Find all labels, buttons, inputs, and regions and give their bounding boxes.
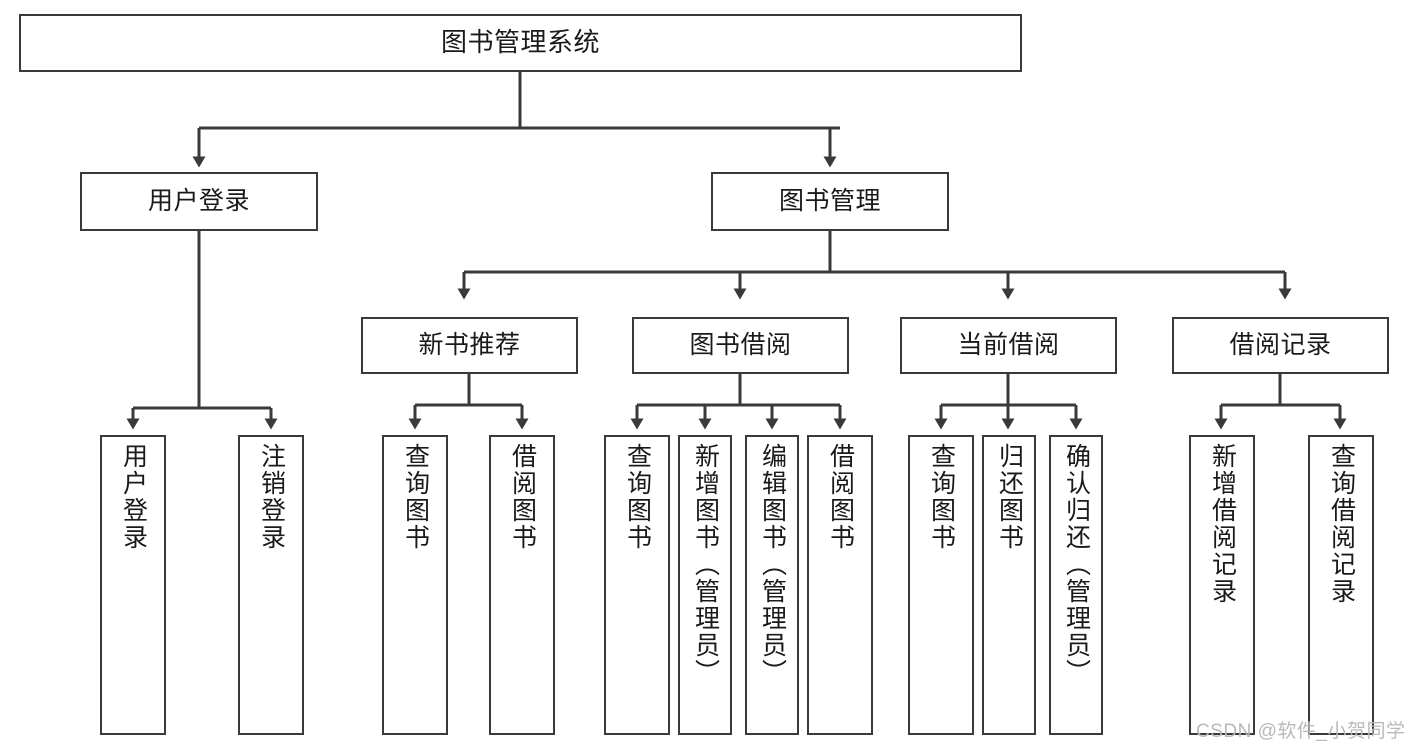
leaf-query-borrow-record[interactable]: 查询借阅记录 [1308, 435, 1374, 735]
node-label: 用户登录 [147, 187, 250, 216]
leaf-query-book-current[interactable]: 查询图书 [908, 435, 974, 735]
node-label: 新增借阅记录 [1208, 443, 1237, 605]
leaf-borrow-book-recommend[interactable]: 借阅图书 [489, 435, 555, 735]
leaf-confirm-return-admin[interactable]: 确认归还（管理员） [1049, 435, 1103, 735]
node-label: 图书借阅 [689, 331, 792, 360]
node-label: 借阅记录 [1229, 331, 1332, 360]
leaf-return-book[interactable]: 归还图书 [982, 435, 1036, 735]
node-label: 查询图书 [927, 443, 956, 551]
node-root-system[interactable]: 图书管理系统 [19, 14, 1022, 72]
node-label: 用户登录 [119, 443, 148, 551]
node-label: 图书管理系统 [440, 27, 600, 58]
node-new-book-recommend[interactable]: 新书推荐 [361, 317, 578, 374]
node-label: 归还图书 [995, 443, 1024, 551]
node-book-management[interactable]: 图书管理 [711, 172, 949, 231]
node-label: 查询图书 [401, 443, 430, 551]
node-current-borrow[interactable]: 当前借阅 [900, 317, 1117, 374]
node-borrow-record[interactable]: 借阅记录 [1172, 317, 1389, 374]
node-label: 查询借阅记录 [1327, 443, 1356, 605]
leaf-borrow-book[interactable]: 借阅图书 [807, 435, 873, 735]
node-user-login[interactable]: 用户登录 [80, 172, 318, 231]
node-label: 借阅图书 [508, 443, 537, 551]
node-label: 新增图书（管理员） [691, 443, 720, 686]
leaf-add-book-admin[interactable]: 新增图书（管理员） [678, 435, 732, 735]
leaf-logout[interactable]: 注销登录 [238, 435, 304, 735]
node-label: 新书推荐 [418, 331, 521, 360]
leaf-query-book-borrow[interactable]: 查询图书 [604, 435, 670, 735]
node-label: 查询图书 [623, 443, 652, 551]
node-label: 确认归还（管理员） [1062, 443, 1091, 686]
leaf-query-book-recommend[interactable]: 查询图书 [382, 435, 448, 735]
node-label: 当前借阅 [957, 331, 1060, 360]
node-book-borrow[interactable]: 图书借阅 [632, 317, 849, 374]
node-label: 图书管理 [778, 187, 881, 216]
leaf-add-borrow-record[interactable]: 新增借阅记录 [1189, 435, 1255, 735]
node-label: 借阅图书 [826, 443, 855, 551]
node-label: 注销登录 [257, 443, 286, 551]
node-label: 编辑图书（管理员） [758, 443, 787, 686]
csdn-watermark: CSDN @软件_小贺同学 [1196, 721, 1405, 742]
leaf-edit-book-admin[interactable]: 编辑图书（管理员） [745, 435, 799, 735]
leaf-user-login[interactable]: 用户登录 [100, 435, 166, 735]
